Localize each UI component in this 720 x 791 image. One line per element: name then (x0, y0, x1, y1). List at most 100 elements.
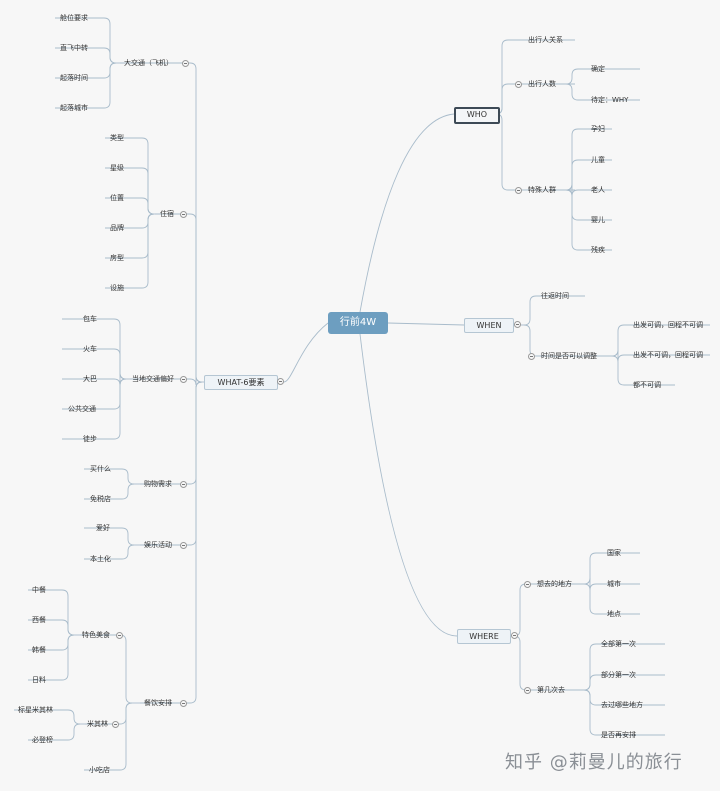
what-hotel-item-1[interactable]: 星级 (110, 164, 124, 172)
what-local-item-1[interactable]: 火车 (83, 345, 97, 353)
collapse-icon[interactable] (524, 581, 531, 588)
who-count-item-1[interactable]: 待定：WHY (591, 96, 629, 104)
collapse-icon[interactable] (180, 376, 187, 383)
where-place-item-2[interactable]: 地点 (607, 610, 621, 618)
what-food-snack[interactable]: 小吃店 (89, 766, 110, 774)
what-hotel-item-5[interactable]: 设施 (110, 284, 124, 292)
connector-line (565, 189, 612, 221)
root-node[interactable]: 行前4W (328, 312, 388, 334)
what-transport-item-2[interactable]: 起落时间 (60, 74, 88, 82)
where-place-item-0[interactable]: 国家 (607, 549, 621, 557)
connector-line (84, 527, 135, 546)
collapse-icon[interactable] (180, 211, 187, 218)
what-hotel-item-0[interactable]: 类型 (110, 134, 124, 142)
when-adjust-item-0[interactable]: 出发可调，回程不可调 (633, 321, 703, 329)
connector-line (583, 689, 665, 736)
where-times-item-1[interactable]: 部分第一次 (601, 671, 636, 679)
connector-line (28, 723, 81, 741)
connector-line (55, 47, 117, 64)
what-transport-item-1[interactable]: 直飞中转 (60, 44, 88, 52)
connector-line (565, 83, 640, 101)
collapse-icon[interactable] (515, 187, 522, 194)
where-place-item-1[interactable]: 城市 (607, 580, 621, 588)
what-local-item-2[interactable]: 大巴 (83, 375, 97, 383)
what-fun-label[interactable]: 娱乐活动 (144, 541, 172, 549)
collapse-icon[interactable] (180, 542, 187, 549)
where-node[interactable]: WHERE (457, 629, 511, 644)
what-hotel-item-3[interactable]: 品牌 (110, 224, 124, 232)
connector-line (611, 355, 675, 386)
collapse-icon[interactable] (116, 632, 123, 639)
what-local-item-0[interactable]: 包车 (83, 315, 97, 323)
where-times-item-0[interactable]: 全部第一次 (601, 640, 636, 648)
what-food-special-label[interactable]: 特色美食 (82, 631, 110, 639)
what-fun-item-1[interactable]: 本土化 (90, 555, 111, 563)
what-food-special-item-3[interactable]: 日料 (32, 676, 46, 684)
what-food-michelin-item-1[interactable]: 必登榜 (32, 736, 53, 744)
what-local-item-4[interactable]: 徒步 (83, 435, 97, 443)
who-node[interactable]: WHO (454, 107, 500, 124)
what-food-label[interactable]: 餐饮安排 (144, 699, 172, 707)
connector-line (84, 702, 133, 771)
what-hotel-label[interactable]: 住宿 (160, 210, 174, 218)
who-special-item-0[interactable]: 孕妇 (591, 125, 605, 133)
connector-line (495, 113, 575, 191)
what-shopping-item-0[interactable]: 买什么 (90, 465, 111, 473)
where-times-item-2[interactable]: 去过哪些地方 (601, 701, 643, 709)
what-local-item-3[interactable]: 公共交通 (68, 405, 96, 413)
connector-line (155, 213, 203, 383)
where-place-label[interactable]: 想去的地方 (537, 580, 572, 588)
collapse-icon[interactable] (514, 321, 521, 328)
connector-line (55, 62, 117, 109)
what-food-special-item-2[interactable]: 韩餐 (32, 646, 46, 654)
who-special-item-1[interactable]: 儿童 (591, 156, 605, 164)
connector-line (583, 643, 665, 691)
who-special-item-2[interactable]: 老人 (591, 186, 605, 194)
collapse-icon[interactable] (528, 353, 535, 360)
when-time-label[interactable]: 往返时间 (541, 292, 569, 300)
who-count-item-0[interactable]: 确定 (591, 65, 605, 73)
where-times-item-3[interactable]: 是否再安排 (601, 731, 636, 739)
collapse-icon[interactable] (112, 721, 119, 728)
who-relation-label[interactable]: 出行人关系 (528, 36, 563, 44)
who-count-label[interactable]: 出行人数 (528, 80, 556, 88)
when-node[interactable]: WHEN (464, 318, 514, 333)
collapse-icon[interactable] (180, 481, 187, 488)
when-adjust-item-2[interactable]: 都不可调 (633, 381, 661, 389)
what-shopping-label[interactable]: 购物需求 (144, 480, 172, 488)
when-adjust-label[interactable]: 时间是否可以调整 (541, 352, 597, 360)
what-transport-item-3[interactable]: 起落城市 (60, 104, 88, 112)
who-special-item-3[interactable]: 婴儿 (591, 216, 605, 224)
when-adjust-item-1[interactable]: 出发不可调，回程可调 (633, 351, 703, 359)
connector-line (513, 635, 585, 691)
connector-line (28, 619, 75, 636)
collapse-icon[interactable] (515, 81, 522, 88)
what-transport-item-0[interactable]: 舱位要求 (60, 14, 88, 22)
what-fun-item-0[interactable]: 爱好 (96, 524, 110, 532)
what-food-michelin-item-0[interactable]: 标星米其林 (18, 706, 53, 714)
what-local-label[interactable]: 当地交通偏好 (132, 375, 174, 383)
what-food-michelin-label[interactable]: 米其林 (87, 720, 108, 728)
what-hotel-item-2[interactable]: 位置 (110, 194, 124, 202)
connector-line (80, 634, 133, 704)
connector-line (140, 381, 203, 485)
what-node[interactable]: WHAT-6要素 (204, 375, 278, 390)
what-transport-label[interactable]: 大交通（飞机） (124, 59, 173, 67)
collapse-icon[interactable] (277, 378, 284, 385)
where-times-label[interactable]: 第几次去 (537, 686, 565, 694)
what-shopping-item-1[interactable]: 免税店 (90, 495, 111, 503)
what-food-special-item-0[interactable]: 中餐 (32, 586, 46, 594)
connector-line (28, 589, 75, 636)
who-special-label[interactable]: 特殊人群 (528, 186, 556, 194)
what-hotel-item-4[interactable]: 房型 (110, 254, 124, 262)
connector-line (28, 634, 75, 681)
what-food-special-item-1[interactable]: 西餐 (32, 616, 46, 624)
connector-line (140, 381, 203, 704)
connector-line (105, 213, 155, 289)
collapse-icon[interactable] (180, 700, 187, 707)
collapse-icon[interactable] (511, 632, 518, 639)
connector-line (130, 375, 203, 386)
collapse-icon[interactable] (182, 60, 189, 67)
who-special-item-4[interactable]: 残疾 (591, 246, 605, 254)
collapse-icon[interactable] (524, 687, 531, 694)
